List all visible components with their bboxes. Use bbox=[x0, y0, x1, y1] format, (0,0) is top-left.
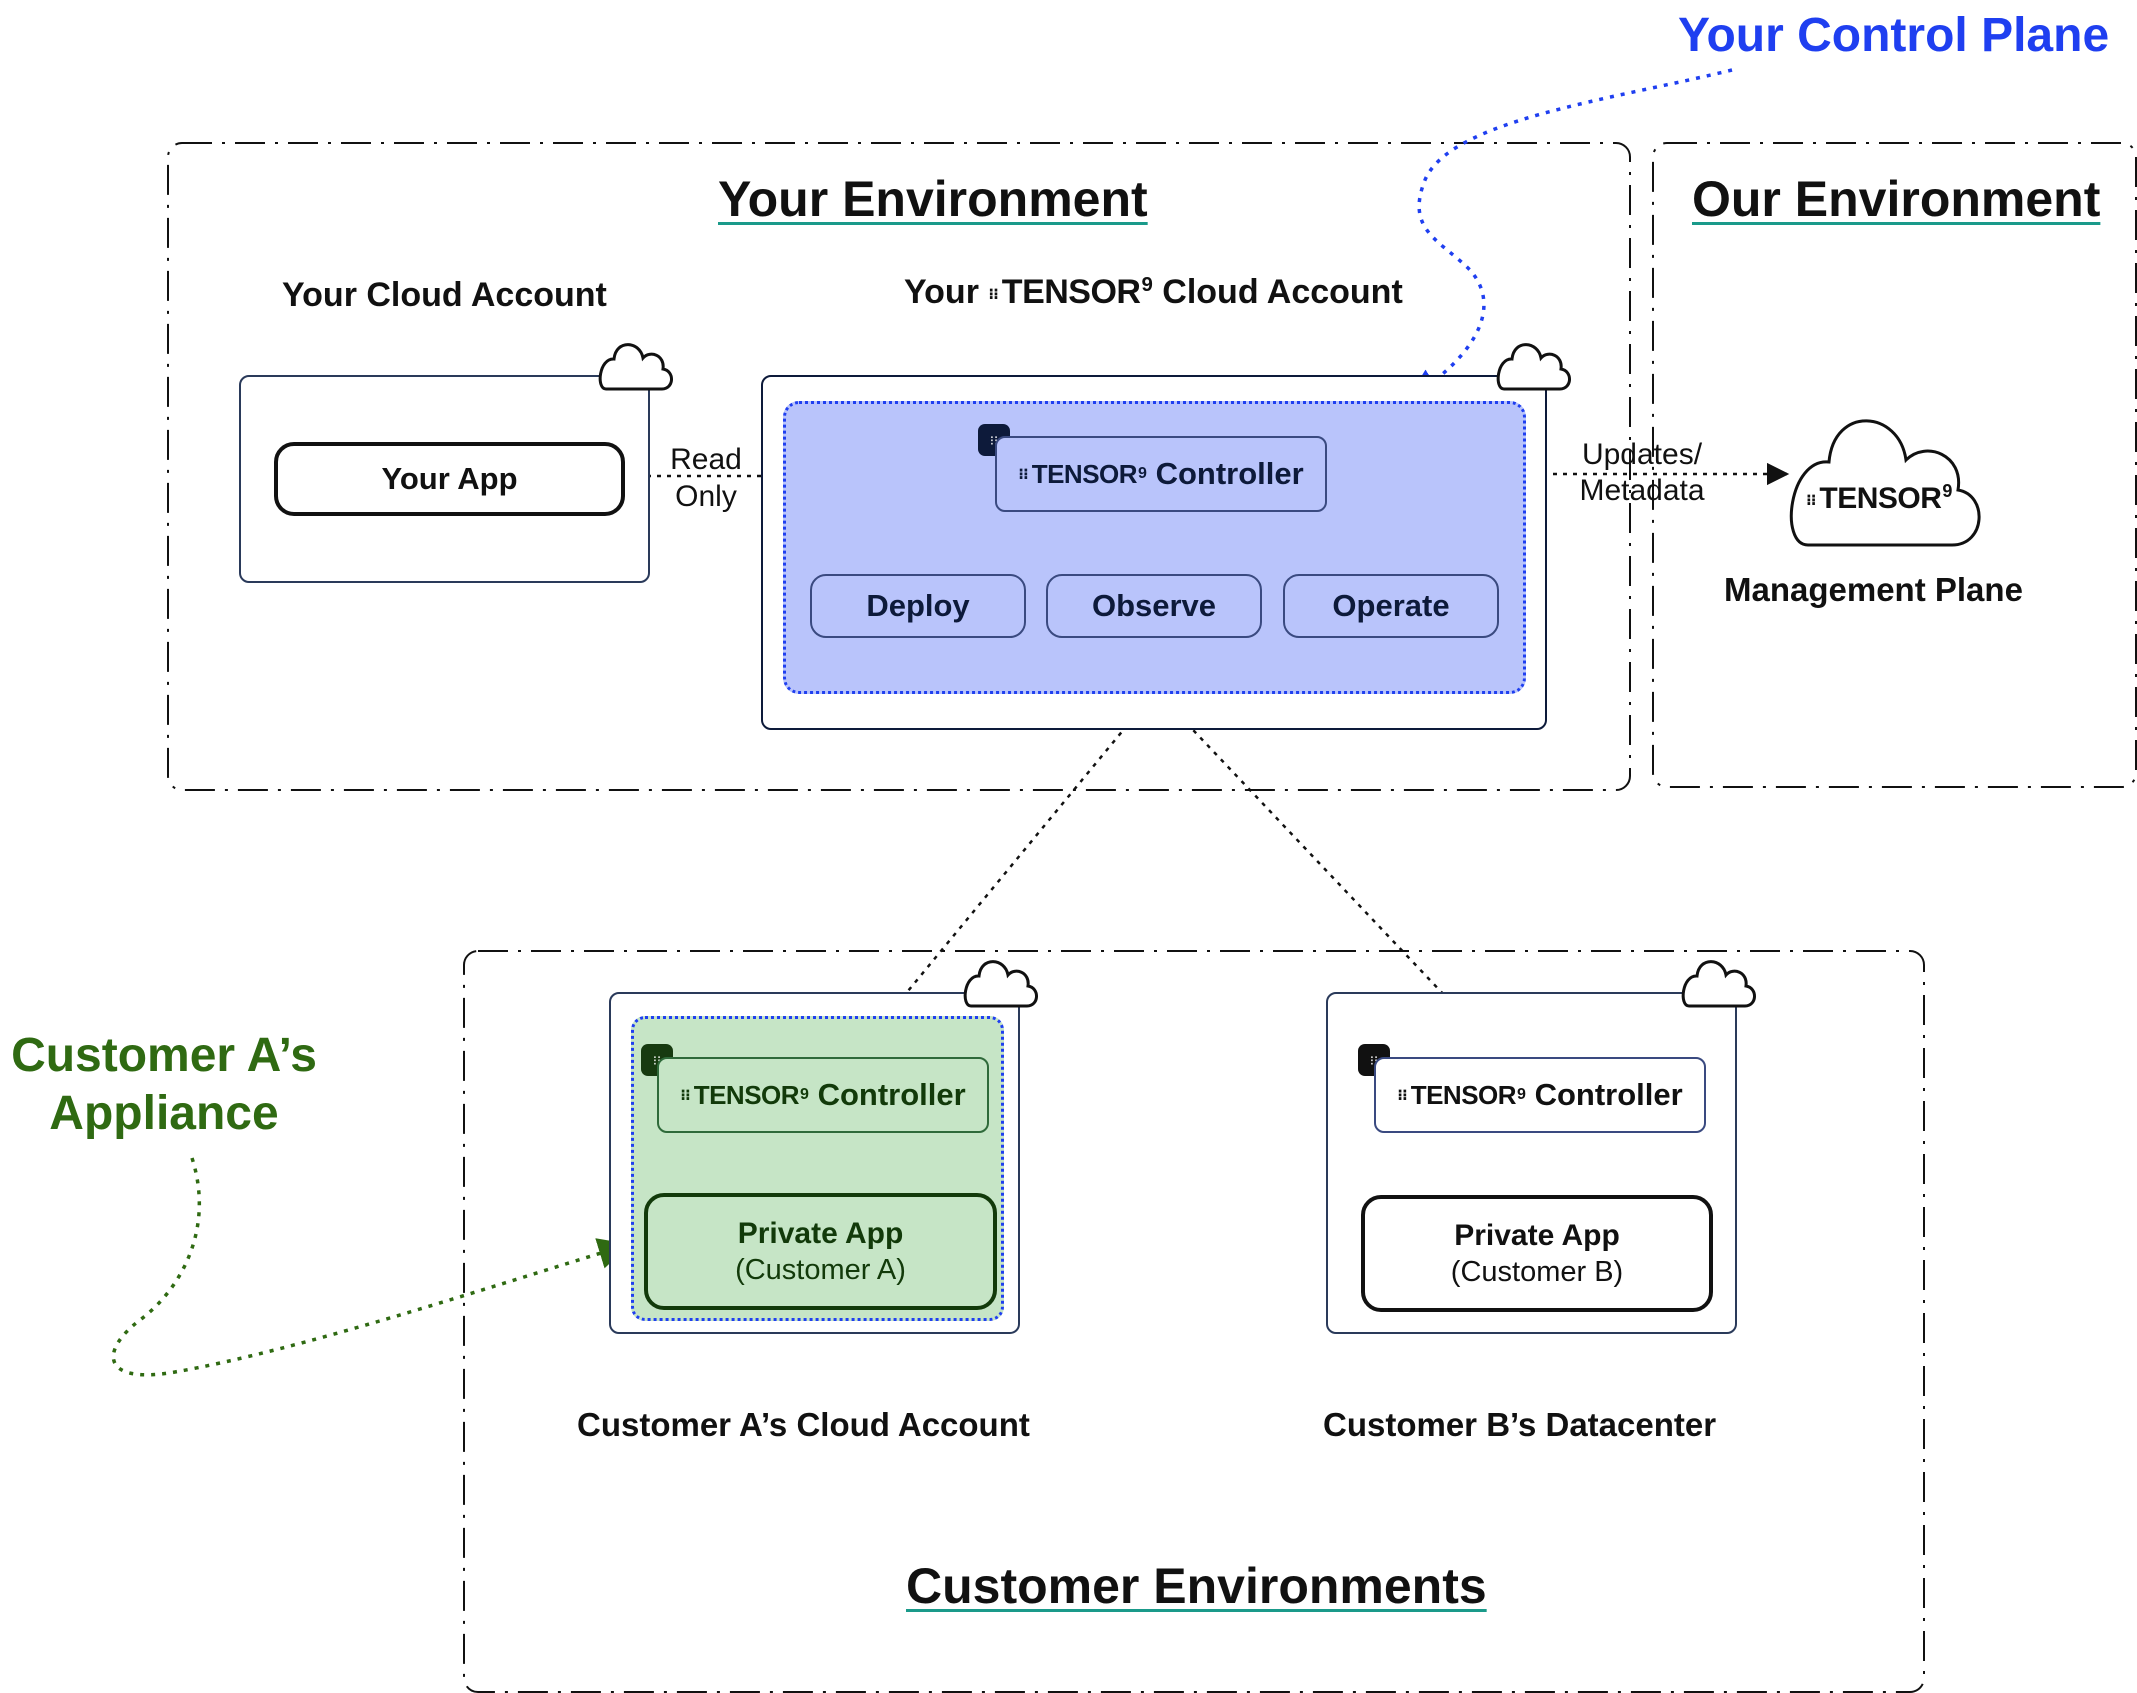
your-app-label: Your App bbox=[381, 461, 518, 496]
customer-b-app-title: Private App bbox=[1454, 1218, 1620, 1252]
cloud-icon bbox=[1496, 343, 1571, 391]
customer-b-app-subtitle: (Customer B) bbox=[1450, 1255, 1624, 1288]
tensor-brand: TENSOR bbox=[1031, 458, 1138, 489]
control-plane-annotation: Your Control Plane bbox=[1678, 9, 2110, 62]
your-environment-title: Your Environment bbox=[718, 171, 1148, 227]
customer-a-app-title: Private App bbox=[737, 1216, 904, 1250]
customer-environments-title: Customer Environments bbox=[906, 1558, 1487, 1614]
customer-a-app-subtitle: (Customer A) bbox=[735, 1253, 906, 1286]
tensor-logo-icon: ⁝⁝ bbox=[1018, 465, 1028, 483]
our-environment-title: Our Environment bbox=[1692, 171, 2101, 227]
read-only-label: Read Only bbox=[660, 441, 752, 515]
management-tensor-logo: ⁝⁝TENSOR9 bbox=[1806, 481, 1952, 516]
tensor-brand-superscript: 9 bbox=[1141, 273, 1153, 296]
tensor-cloud-account-label: Your ⁝⁝TENSOR9 Cloud Account bbox=[904, 273, 1403, 312]
customer-b-datacenter-label: Customer B’s Datacenter bbox=[1323, 1406, 1717, 1443]
tensor-account-suffix: Cloud Account bbox=[1162, 273, 1403, 311]
read-only-line1: Read bbox=[670, 443, 742, 476]
control-plane-callout-arrow bbox=[1407, 68, 1733, 400]
tensor-brand-superscript: 9 bbox=[1138, 465, 1147, 482]
operate-label: Operate bbox=[1332, 588, 1450, 623]
tensor-logo-icon: ⁝⁝ bbox=[680, 1086, 690, 1104]
management-plane-label: Management Plane bbox=[1724, 571, 2023, 608]
deploy-label: Deploy bbox=[866, 588, 970, 623]
cloud-icon bbox=[1681, 960, 1756, 1008]
tensor-brand-superscript: 9 bbox=[800, 1086, 809, 1103]
tensor-logo-icon: ⁝⁝ bbox=[1397, 1086, 1407, 1104]
cloud-icon bbox=[598, 343, 673, 391]
tensor-account-prefix: Your bbox=[904, 273, 979, 311]
appliance-callout-arrow bbox=[111, 1157, 631, 1377]
controller-label: Controller bbox=[1155, 456, 1304, 491]
tensor-brand: TENSOR bbox=[1001, 273, 1141, 311]
appliance-annotation-line2: Appliance bbox=[49, 1087, 279, 1140]
tensor-brand-superscript: 9 bbox=[1942, 481, 1953, 501]
our-environment-frame bbox=[1652, 142, 2137, 788]
customer-b-private-app[interactable]: Private App (Customer B) bbox=[1361, 1195, 1713, 1312]
appliance-annotation: Customer A’s Appliance bbox=[8, 1027, 320, 1143]
controller-label: Controller bbox=[817, 1077, 966, 1112]
observe-button[interactable]: Observe bbox=[1046, 574, 1262, 638]
customer-a-private-app[interactable]: Private App (Customer A) bbox=[644, 1193, 997, 1310]
tensor-logo-icon: ⁝⁝ bbox=[988, 285, 998, 303]
your-cloud-account-label: Your Cloud Account bbox=[282, 276, 607, 314]
cloud-icon bbox=[963, 960, 1038, 1008]
deploy-button[interactable]: Deploy bbox=[810, 574, 1026, 638]
controller-label: Controller bbox=[1534, 1077, 1683, 1112]
tensor-brand: TENSOR bbox=[1819, 482, 1942, 515]
operate-button[interactable]: Operate bbox=[1283, 574, 1499, 638]
management-cloud-icon bbox=[1789, 419, 1981, 547]
tensor-brand: TENSOR bbox=[693, 1079, 800, 1110]
tensor-logo-icon: ⁝⁝ bbox=[1806, 491, 1816, 509]
observe-label: Observe bbox=[1091, 588, 1217, 623]
customer-a-account-label: Customer A’s Cloud Account bbox=[577, 1406, 1030, 1443]
updates-metadata-label: Updates/ Metadata bbox=[1568, 437, 1716, 509]
appliance-annotation-line1: Customer A’s bbox=[11, 1029, 317, 1082]
your-app-button[interactable]: Your App bbox=[274, 442, 625, 516]
updates-line2: Metadata bbox=[1579, 474, 1705, 507]
tensor-brand-superscript: 9 bbox=[1517, 1086, 1526, 1103]
updates-line1: Updates/ bbox=[1581, 438, 1703, 471]
tensor-brand: TENSOR bbox=[1410, 1079, 1517, 1110]
read-only-line2: Only bbox=[675, 480, 737, 513]
customer-a-link-arrow bbox=[854, 692, 1155, 1056]
